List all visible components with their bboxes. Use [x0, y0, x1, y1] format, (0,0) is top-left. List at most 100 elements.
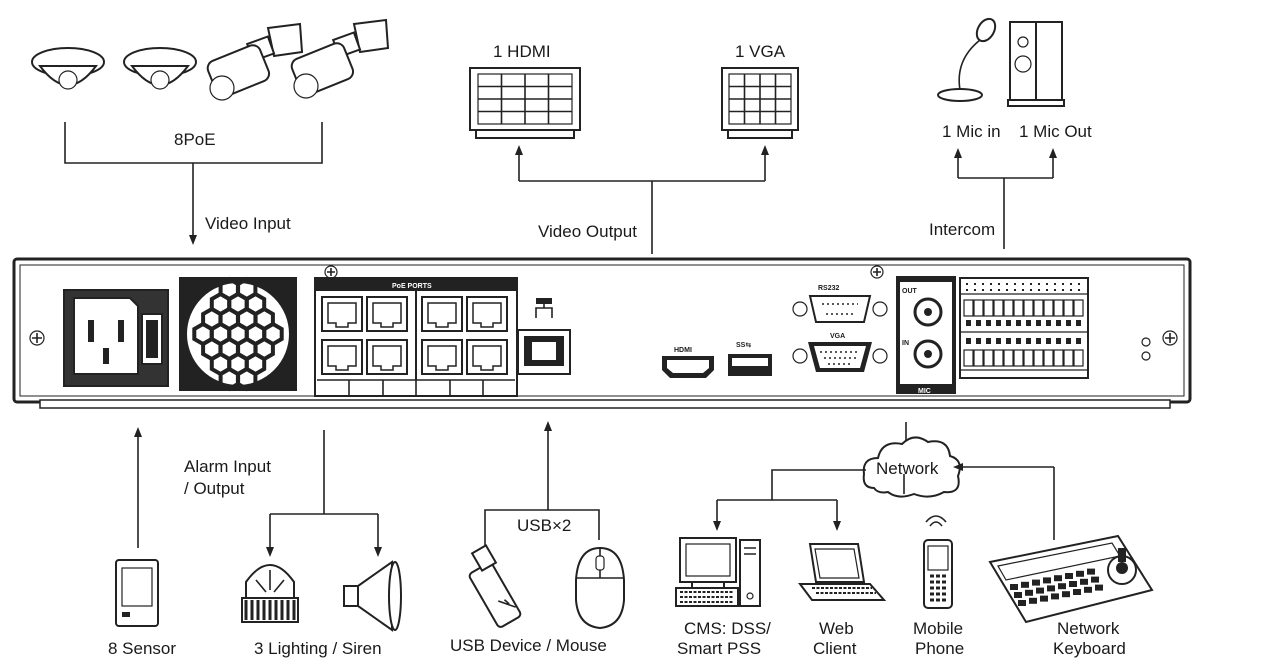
- rj45-socket-outline: [427, 302, 457, 328]
- bullet-camera-icon: [290, 18, 390, 99]
- terminal-pin: [1066, 320, 1071, 326]
- keyboard-key: [1080, 578, 1088, 585]
- keyboard-key: [1040, 595, 1048, 602]
- mobile-label-line2: Phone: [915, 639, 964, 658]
- hdmi-port-icon: HDMI: [662, 347, 714, 378]
- terminal-pin: [1046, 338, 1051, 344]
- keyboard-key: [1036, 587, 1044, 594]
- terminal-screw-icon: [1043, 299, 1054, 317]
- rj45-socket-outline: [427, 345, 457, 371]
- alarm-label-line2: / Output: [184, 479, 245, 498]
- terminal-pin: [986, 338, 991, 344]
- keyboard-key: [1029, 597, 1037, 604]
- hdmi-output-label: 1 HDMI: [493, 42, 551, 61]
- dome-camera-icon: [31, 47, 105, 90]
- terminal-pin: [1056, 338, 1061, 344]
- vga-port-icon: VGA: [792, 333, 888, 372]
- vga-monitor-icon: [721, 67, 799, 139]
- keyboard-key: [1014, 592, 1022, 598]
- cms-label-line1: CMS: DSS/: [684, 619, 771, 638]
- usb-device-mouse-label: USB Device / Mouse: [450, 636, 607, 655]
- terminal-pin: [996, 338, 1001, 344]
- network-port-icon: [517, 298, 571, 375]
- cms-label-line2: Smart PSS: [677, 639, 761, 658]
- terminal-screw-icon: [1033, 299, 1044, 317]
- terminal-pin: [1026, 320, 1031, 326]
- terminal-screw-icon: [983, 349, 994, 367]
- network-keyboard-icon: [988, 534, 1154, 624]
- keyboard-key: [1047, 585, 1055, 592]
- microphone-icon: [937, 17, 997, 102]
- mic-in-label: 1 Mic in: [942, 122, 1001, 141]
- mic-audio-block: OUT IN MIC: [896, 276, 956, 395]
- keyboard-key: [1084, 586, 1092, 593]
- usb-count-label: USB×2: [517, 516, 571, 535]
- cooling-fan-icon: [179, 276, 297, 392]
- keyboard-key: [1043, 577, 1051, 584]
- terminal-screw-icon: [973, 349, 984, 367]
- keyboard-key: [1010, 584, 1018, 590]
- web-label-line1: Web: [819, 619, 854, 638]
- keyboard-key: [1095, 584, 1103, 591]
- terminal-screw-icon: [1063, 349, 1074, 367]
- usb-port-icon: SS⇆: [728, 342, 772, 376]
- bullet-camera-icon: [206, 22, 304, 101]
- video-output-label: Video Output: [538, 222, 637, 241]
- alarm-terminal-block: [959, 277, 1089, 379]
- intercom-label: Intercom: [929, 220, 995, 239]
- terminal-pin: [976, 320, 981, 326]
- terminal-pin: [1046, 320, 1051, 326]
- mic-in-port-label: IN: [902, 340, 909, 347]
- terminal-screw-icon: [983, 299, 994, 317]
- mobile-phone-icon: [923, 515, 953, 609]
- keyboard-key: [1091, 576, 1099, 583]
- pc-workstation-icon: [675, 537, 761, 607]
- terminal-screw-icon: [1003, 299, 1014, 317]
- keyboard-key: [1032, 579, 1040, 586]
- terminal-pin: [1076, 338, 1081, 344]
- keyboard-key: [1058, 583, 1066, 590]
- terminal-screw-icon: [1023, 349, 1034, 367]
- siren-icon: [343, 560, 402, 632]
- terminal-screw-icon: [1063, 299, 1074, 317]
- mouse-icon: [575, 546, 625, 630]
- rj45-socket-outline: [372, 302, 402, 328]
- terminal-screw-icon: [993, 349, 1004, 367]
- mobile-label-line1: Mobile: [913, 619, 963, 638]
- speaker-icon: [1007, 21, 1065, 107]
- terminal-screw-icon: [1013, 349, 1024, 367]
- web-label-line2: Client: [813, 639, 857, 658]
- terminal-pin: [1016, 338, 1021, 344]
- terminal-pin: [1066, 338, 1071, 344]
- dome-camera-icon: [123, 47, 197, 90]
- terminal-rails: [960, 293, 1088, 371]
- terminal-pin: [1036, 338, 1041, 344]
- keyboard-key: [1065, 573, 1073, 579]
- terminal-screw-icon: [1033, 349, 1044, 367]
- mic-port-label: MIC: [918, 388, 931, 395]
- terminal-screw-icon: [993, 299, 1004, 317]
- keyboard-key: [1025, 589, 1033, 596]
- terminal-pin: [1076, 320, 1081, 326]
- terminal-pin: [1016, 320, 1021, 326]
- lighting-siren-label: 3 Lighting / Siren: [254, 639, 382, 658]
- keyboard-key: [1054, 575, 1062, 582]
- rj45-socket-outline: [327, 345, 357, 371]
- terminal-screw-icon: [1053, 299, 1064, 317]
- terminal-pin: [976, 338, 981, 344]
- terminal-screw-icon: [963, 299, 974, 317]
- fan-grille-cell: [236, 366, 258, 392]
- terminal-pin: [1036, 320, 1041, 326]
- terminal-screw-icon: [1003, 349, 1014, 367]
- hdmi-port-label: HDMI: [674, 347, 692, 354]
- terminal-pin: [966, 320, 971, 326]
- rj45-socket-outline: [327, 302, 357, 328]
- keyboard-key: [1076, 570, 1084, 577]
- vga-label: VGA: [830, 333, 845, 340]
- mic-out-port-label: OUT: [902, 288, 918, 295]
- laptop-icon: [798, 543, 887, 601]
- keyboard-key: [1021, 581, 1029, 588]
- keyboard-key: [1069, 581, 1077, 587]
- alarm-light-icon: [241, 564, 299, 623]
